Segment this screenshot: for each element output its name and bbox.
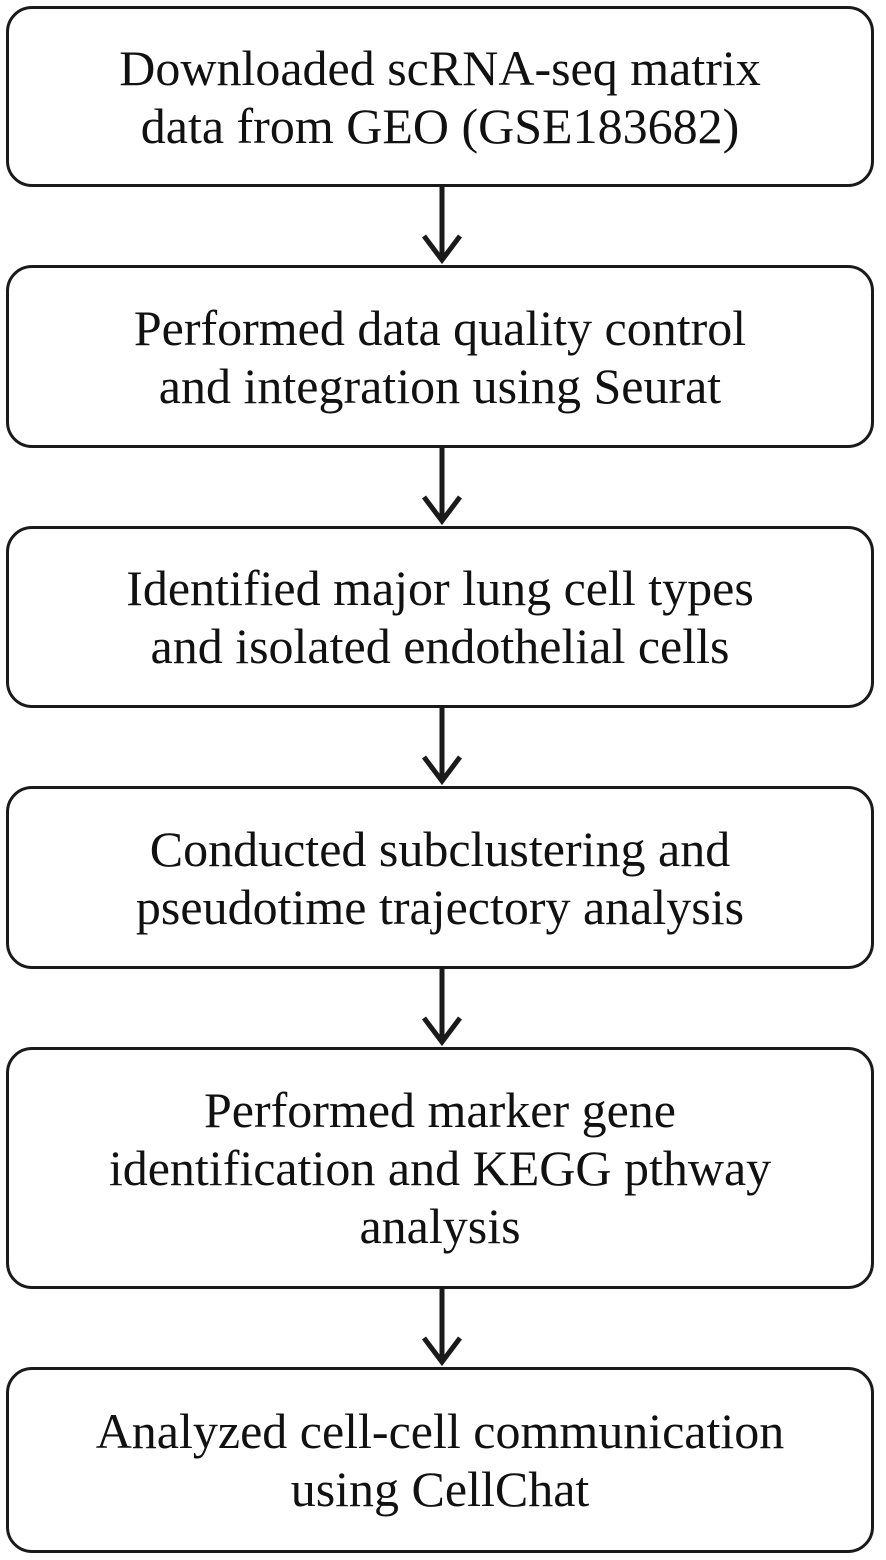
- step-5-box: Performed marker gene identification and…: [6, 1047, 874, 1289]
- step-5-line-3: analysis: [359, 1198, 521, 1254]
- arrow-4: [422, 969, 462, 1047]
- arrow-2: [422, 448, 462, 526]
- step-3-box: Identified major lung cell types and iso…: [6, 526, 874, 708]
- step-4-line-1: Conducted subclustering and: [149, 820, 731, 877]
- step-1-box: Downloaded scRNA-seq matrix data from GE…: [6, 6, 874, 187]
- arrow-3: [422, 708, 462, 786]
- step-3-line-2: and isolated endothelial cells: [150, 618, 730, 674]
- step-6-line-1: Analyzed cell-cell communication: [95, 1403, 785, 1459]
- step-6-box: Analyzed cell-cell communication using C…: [6, 1367, 874, 1553]
- step-3-line-1: Identified major lung cell types: [126, 560, 754, 616]
- step-2-line-1: Performed data quality control: [133, 299, 747, 356]
- arrow-5: [422, 1289, 462, 1367]
- step-5-line-1: Performed marker gene: [204, 1082, 676, 1138]
- step-1-line-2: data from GEO (GSE183682): [140, 97, 740, 154]
- step-4-box: Conducted subclustering and pseudotime t…: [6, 786, 874, 969]
- step-5-line-2: identification and KEGG pthway: [108, 1140, 772, 1196]
- step-6-line-2: using CellChat: [290, 1461, 590, 1517]
- step-2-box: Performed data quality control and integ…: [6, 265, 874, 448]
- step-2-line-2: and integration using Seurat: [158, 357, 722, 414]
- arrow-1: [422, 187, 462, 265]
- step-4-line-2: pseudotime trajectory analysis: [135, 878, 745, 935]
- step-1-line-1: Downloaded scRNA-seq matrix: [119, 39, 761, 96]
